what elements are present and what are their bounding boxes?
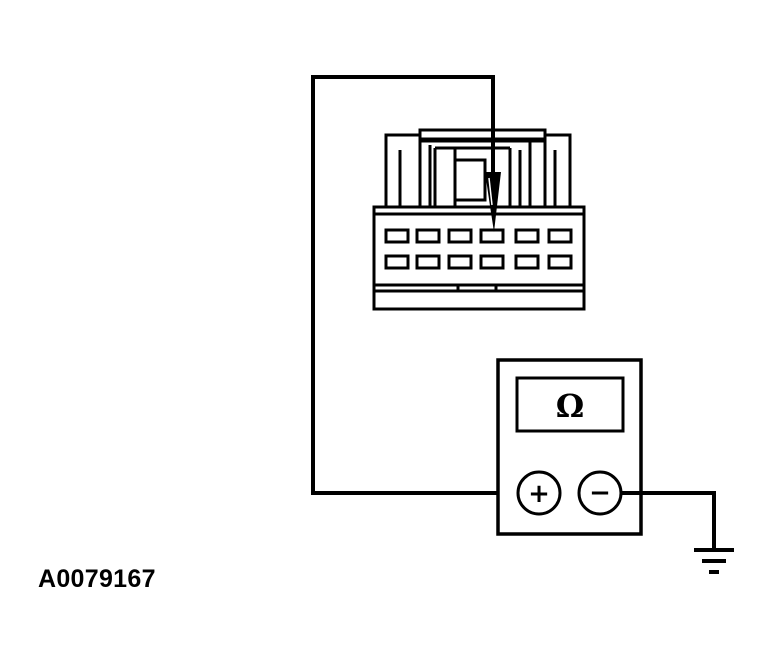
pin-cavity xyxy=(415,254,441,270)
test-lead-wire xyxy=(311,75,516,495)
ground-symbol-icon xyxy=(694,548,734,574)
pin-row-2 xyxy=(384,254,573,270)
connector-top-tab-right xyxy=(543,133,572,207)
connector-base-lines xyxy=(374,283,584,293)
pin-cavity xyxy=(384,254,410,270)
connector-latch-window xyxy=(453,158,487,202)
pin-cavity xyxy=(415,228,441,244)
meter-display-symbol: Ω xyxy=(556,387,584,425)
ground-wire xyxy=(621,491,716,549)
connector-inner-posts xyxy=(398,140,557,207)
pin-cavity xyxy=(384,228,410,244)
pin-cavity xyxy=(447,228,473,244)
pin-cavity xyxy=(514,254,540,270)
positive-terminal-label: + xyxy=(528,479,550,509)
pin-cavity xyxy=(514,228,540,244)
negative-terminal-label: − xyxy=(589,478,611,508)
figure-reference-code: A0079167 xyxy=(38,565,156,593)
pin-row-1 xyxy=(384,228,573,244)
test-probe-icon xyxy=(485,172,501,232)
connector-body xyxy=(372,205,586,311)
pin-cavity xyxy=(547,228,573,244)
connector-icon xyxy=(372,128,586,311)
pin-cavity xyxy=(547,254,573,270)
meter-display xyxy=(515,376,625,433)
connector-top-tab-left xyxy=(384,133,422,207)
pin-cavity-probed xyxy=(479,228,505,244)
pin-cavity xyxy=(479,254,505,270)
connector-top-frame xyxy=(418,128,547,135)
multimeter-icon: Ω + − xyxy=(496,358,643,536)
pin-cavity xyxy=(447,254,473,270)
positive-terminal xyxy=(516,470,562,516)
